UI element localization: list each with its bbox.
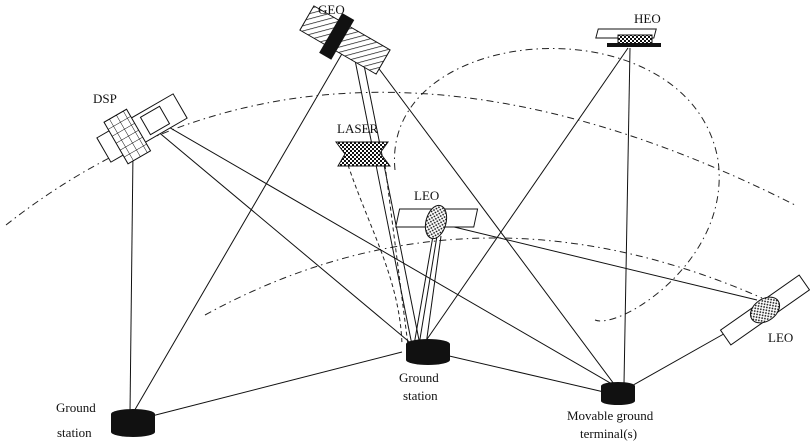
leo-right-body — [749, 296, 781, 324]
link-geo-groundcenter-b — [361, 54, 421, 346]
inner-orbit — [204, 237, 763, 316]
geo-label: GEO — [318, 2, 345, 17]
laser-label: LASER — [337, 121, 379, 136]
ground-station-center-label-1: Ground — [399, 370, 439, 385]
dsp-panel-lower — [139, 105, 171, 136]
link-heo-groundcenter — [422, 47, 629, 346]
ground-station-center-label-2: station — [403, 388, 438, 403]
link-leo-leo — [449, 225, 758, 301]
movable-ground-terminal-label-2: terminal(s) — [580, 426, 637, 441]
link-geo-movable — [367, 53, 615, 385]
ground-station-center: Ground station — [399, 339, 450, 403]
link-geo-groundcenter-a — [353, 54, 413, 346]
laser-dash-left — [347, 164, 403, 346]
link-dsp-groundleft — [129, 151, 134, 414]
dsp-label: DSP — [93, 91, 117, 106]
movable-ground-terminal-label-1: Movable ground — [567, 408, 654, 423]
ground-station-left-icon — [111, 409, 155, 437]
ground-station-left-label-2: station — [57, 425, 92, 440]
link-leo-groundcenter-b — [418, 235, 438, 346]
leo-center-body — [424, 204, 448, 240]
link-groundcenter-movable — [431, 351, 605, 393]
link-heo-movable — [623, 47, 631, 385]
ground-station-center-icon — [406, 339, 450, 365]
link-groundleft-groundcenter — [139, 351, 403, 420]
laser-satellite: LASER — [335, 121, 392, 167]
heo-orbit-ellipse — [394, 47, 720, 322]
heo-satellite: HEO — [595, 11, 661, 47]
ground-station-left-label-1: Ground — [56, 400, 96, 415]
outer-orbit — [5, 91, 796, 226]
laser-links — [347, 164, 409, 346]
geo-body — [319, 12, 355, 60]
dsp-body — [103, 108, 152, 165]
dsp-satellite: DSP — [93, 91, 188, 165]
leo-right-satellite: LEO — [719, 274, 810, 346]
geo-solar-panel — [299, 5, 391, 75]
link-leo-groundcenter-a — [413, 235, 434, 346]
link-dsp-groundcenter — [149, 124, 414, 346]
movable-ground-terminal: Movable ground terminal(s) — [567, 382, 654, 441]
link-dsp-movable — [159, 121, 613, 385]
communication-links — [129, 47, 758, 420]
link-leo-groundcenter-c — [425, 235, 442, 346]
ground-station-left: Ground station — [56, 400, 155, 440]
link-geo-groundleft — [132, 51, 344, 414]
leo-center-satellite: LEO — [395, 188, 479, 240]
heo-label: HEO — [634, 11, 661, 26]
laser-shape — [335, 141, 392, 167]
geo-satellite: GEO — [299, 2, 391, 75]
leo-right-label: LEO — [768, 330, 793, 345]
leo-center-label: LEO — [414, 188, 439, 203]
movable-ground-terminal-icon — [601, 382, 635, 405]
laser-dash-right — [384, 164, 409, 346]
heo-base — [607, 43, 661, 47]
orbits — [5, 47, 796, 322]
